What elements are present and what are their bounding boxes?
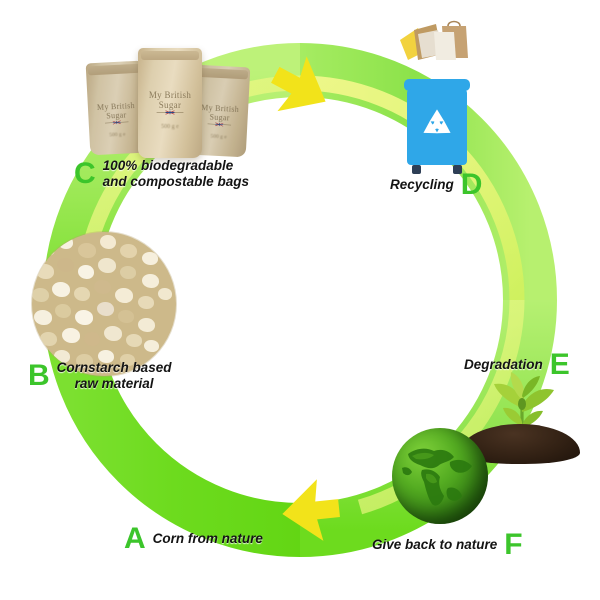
caption-line-2: raw material xyxy=(74,376,154,392)
node-label-c: C 100% biodegradable and compostable bag… xyxy=(74,158,249,190)
union-jack-crest-icon xyxy=(105,120,129,125)
caption-line-1: Cornstarch based xyxy=(56,360,172,375)
node-label-f: Give back to nature F xyxy=(372,530,523,560)
node-caption-f: Give back to nature xyxy=(372,537,497,553)
node-label-e: Degradation E xyxy=(464,350,570,380)
node-letter-e: E xyxy=(549,348,570,381)
node-label-b: B Cornstarch based raw material xyxy=(28,360,171,392)
union-jack-crest-icon xyxy=(156,110,184,115)
artwork-recycling xyxy=(398,20,476,179)
continents-icon xyxy=(402,448,472,506)
node-caption-c: 100% biodegradable and compostable bags xyxy=(103,158,249,190)
node-label-d: Recycling D xyxy=(390,170,482,200)
seedling-icon xyxy=(494,372,554,442)
pellet-circle xyxy=(32,232,176,376)
bag-left: My British Sugar 500 g e xyxy=(85,60,147,156)
arrow-top xyxy=(271,56,326,112)
bag-sub-text: 500 g e xyxy=(161,124,179,130)
caption-line-1: 100% biodegradable xyxy=(102,158,234,173)
artwork-biodegradable-bags: My British Sugar 500 g e My British Suga… xyxy=(85,40,256,160)
caption-line-1: Recycling xyxy=(390,176,454,192)
bag-top-seal xyxy=(140,51,200,60)
node-letter-b: B xyxy=(28,359,50,393)
node-letter-f: F xyxy=(504,528,523,561)
artwork-green-earth xyxy=(392,428,488,524)
artwork-degradation xyxy=(460,368,580,468)
recycling-bin xyxy=(398,71,476,179)
arrow-bottom xyxy=(282,479,340,541)
caption-line-2: and compostable bags xyxy=(102,174,249,190)
bag-top-seal xyxy=(88,63,140,76)
node-caption-a: Corn from nature xyxy=(153,531,263,547)
globe xyxy=(392,428,488,524)
node-caption-b: Cornstarch based raw material xyxy=(57,360,172,392)
node-letter-a: A xyxy=(124,522,146,555)
caption-line-1: Corn from nature xyxy=(152,530,263,546)
bag-right: My British Sugar 500 g e xyxy=(189,64,251,158)
artwork-cornstarch-pellets xyxy=(32,232,176,376)
recyclable-items-icon xyxy=(400,20,468,60)
bag-center: My British Sugar 500 g e xyxy=(138,48,202,158)
node-label-a: A Corn from nature xyxy=(124,524,263,554)
bag-brand-text: My British Sugar xyxy=(148,90,192,110)
node-letter-c: C xyxy=(74,157,96,191)
caption-line-1: Give back to nature xyxy=(372,536,498,552)
bag-top-seal xyxy=(195,67,248,80)
node-caption-e: Degradation xyxy=(464,357,543,373)
node-caption-d: Recycling xyxy=(390,177,454,193)
blue-recycling-bin-icon xyxy=(404,79,470,174)
union-jack-crest-icon xyxy=(207,122,232,127)
node-letter-d: D xyxy=(460,168,483,201)
caption-line-1: Degradation xyxy=(464,356,543,372)
